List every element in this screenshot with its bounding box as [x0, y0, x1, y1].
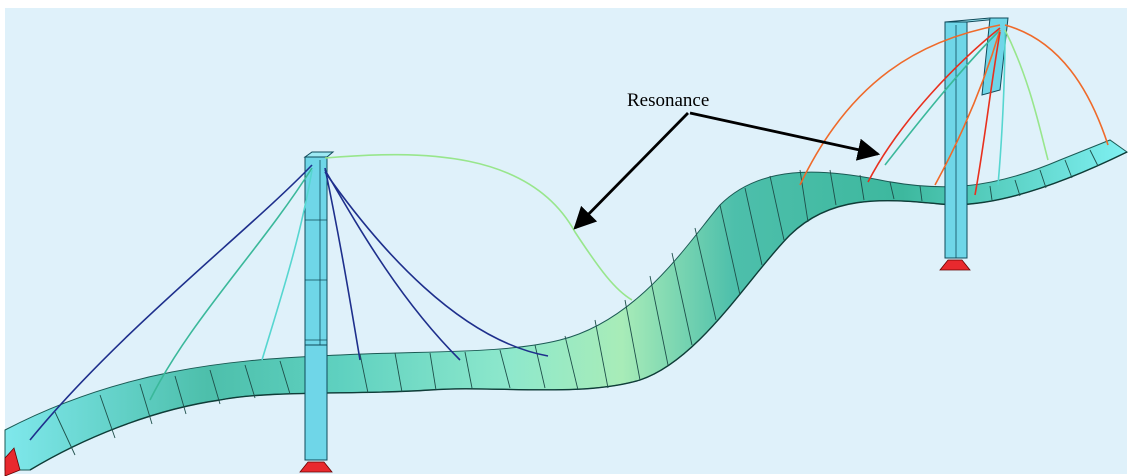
left-tower-front	[304, 344, 328, 461]
resonance-label: Resonance	[627, 90, 709, 111]
resonance-arrows	[573, 111, 881, 230]
left-end-support	[4, 447, 21, 476]
left-cables	[29, 153, 633, 441]
deck-lower-edge	[29, 151, 1128, 471]
left-tower-support	[299, 461, 333, 473]
right-cables	[799, 24, 1109, 196]
deck-segment-lines	[54, 149, 1099, 456]
right-tower-support	[939, 259, 971, 271]
